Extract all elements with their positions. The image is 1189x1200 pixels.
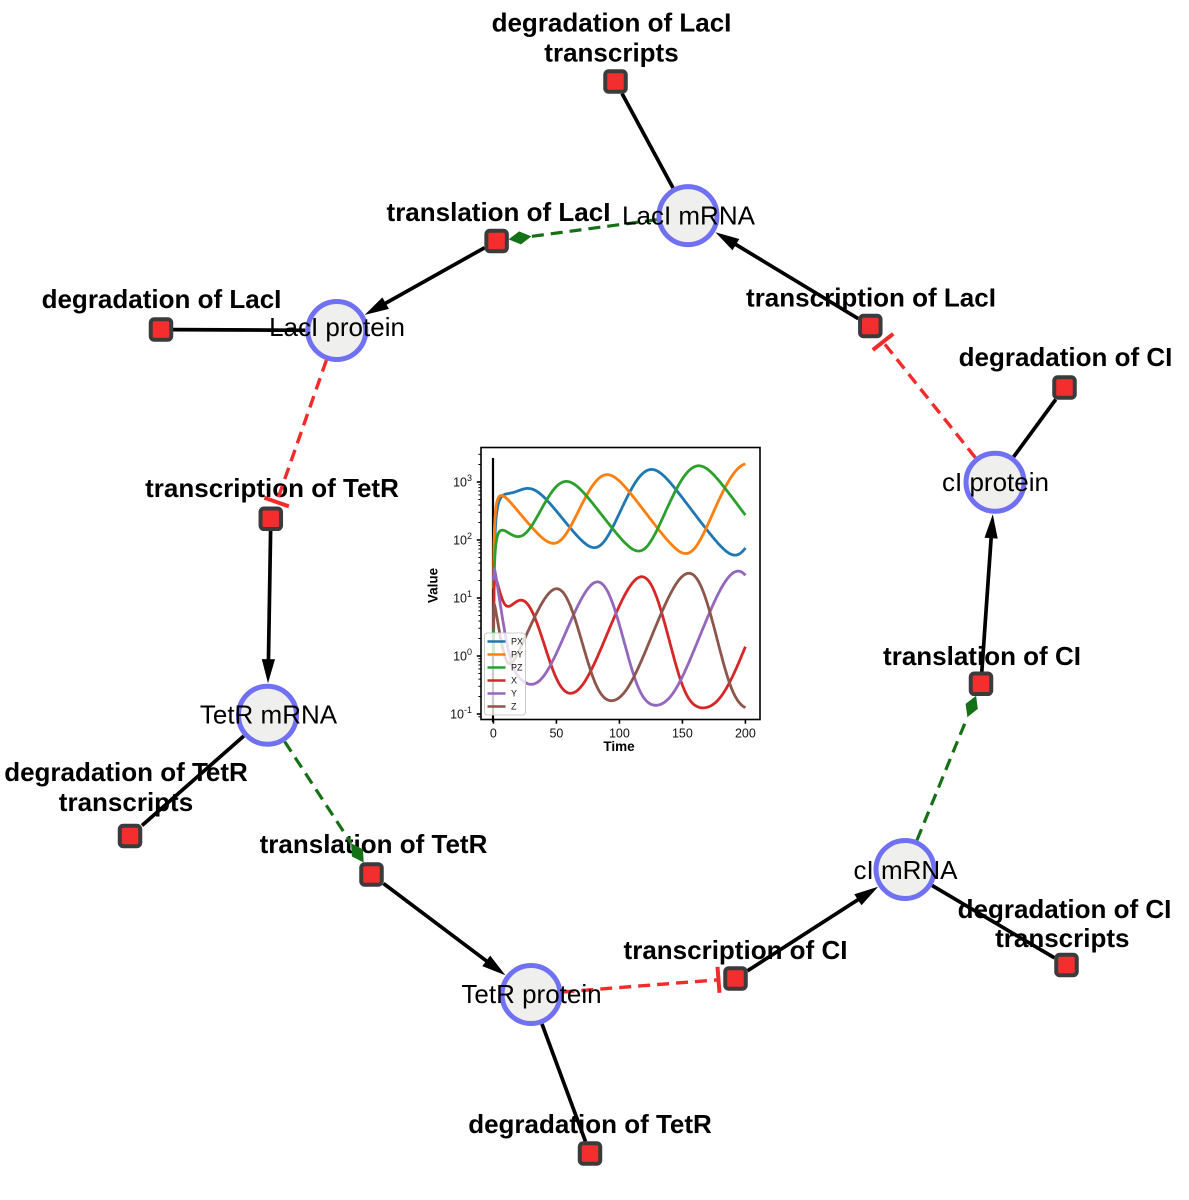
svg-text:translation of TetR: translation of TetR (260, 829, 488, 859)
svg-text:TetR mRNA: TetR mRNA (200, 700, 338, 730)
svg-text:PX: PX (511, 637, 523, 647)
svg-text:transcription of TetR: transcription of TetR (145, 473, 399, 503)
svg-text:PZ: PZ (511, 663, 523, 673)
svg-text:100: 100 (609, 727, 630, 741)
svg-text:cI protein: cI protein (942, 467, 1049, 497)
svg-text:degradation of TetR: degradation of TetR (468, 1109, 712, 1139)
svg-text:TetR protein: TetR protein (461, 979, 601, 1009)
svg-text:Y: Y (511, 689, 517, 699)
svg-text:degradation of LacI: degradation of LacI (492, 8, 732, 38)
svg-text:Time: Time (603, 739, 635, 754)
svg-text:transcription of LacI: transcription of LacI (746, 282, 996, 312)
svg-text:transcripts: transcripts (995, 923, 1129, 953)
svg-text:50: 50 (549, 727, 563, 741)
svg-text:LacI mRNA: LacI mRNA (622, 201, 756, 231)
svg-text:PY: PY (511, 650, 523, 660)
svg-text:150: 150 (672, 727, 693, 741)
svg-text:200: 200 (735, 727, 756, 741)
svg-text:transcripts: transcripts (59, 787, 193, 817)
svg-text:cI mRNA: cI mRNA (854, 855, 959, 885)
svg-text:LacI protein: LacI protein (269, 312, 405, 342)
svg-text:degradation of TetR: degradation of TetR (4, 757, 248, 787)
svg-text:Value: Value (426, 567, 441, 603)
svg-text:translation of LacI: translation of LacI (387, 197, 611, 227)
svg-text:Z: Z (511, 702, 517, 712)
svg-text:degradation of CI: degradation of CI (959, 342, 1173, 372)
svg-text:0: 0 (490, 727, 497, 741)
svg-text:X: X (511, 676, 517, 686)
svg-text:transcription of CI: transcription of CI (624, 935, 848, 965)
svg-text:transcripts: transcripts (544, 37, 678, 67)
svg-text:degradation of LacI: degradation of LacI (42, 284, 282, 314)
svg-text:degradation of CI: degradation of CI (958, 894, 1172, 924)
